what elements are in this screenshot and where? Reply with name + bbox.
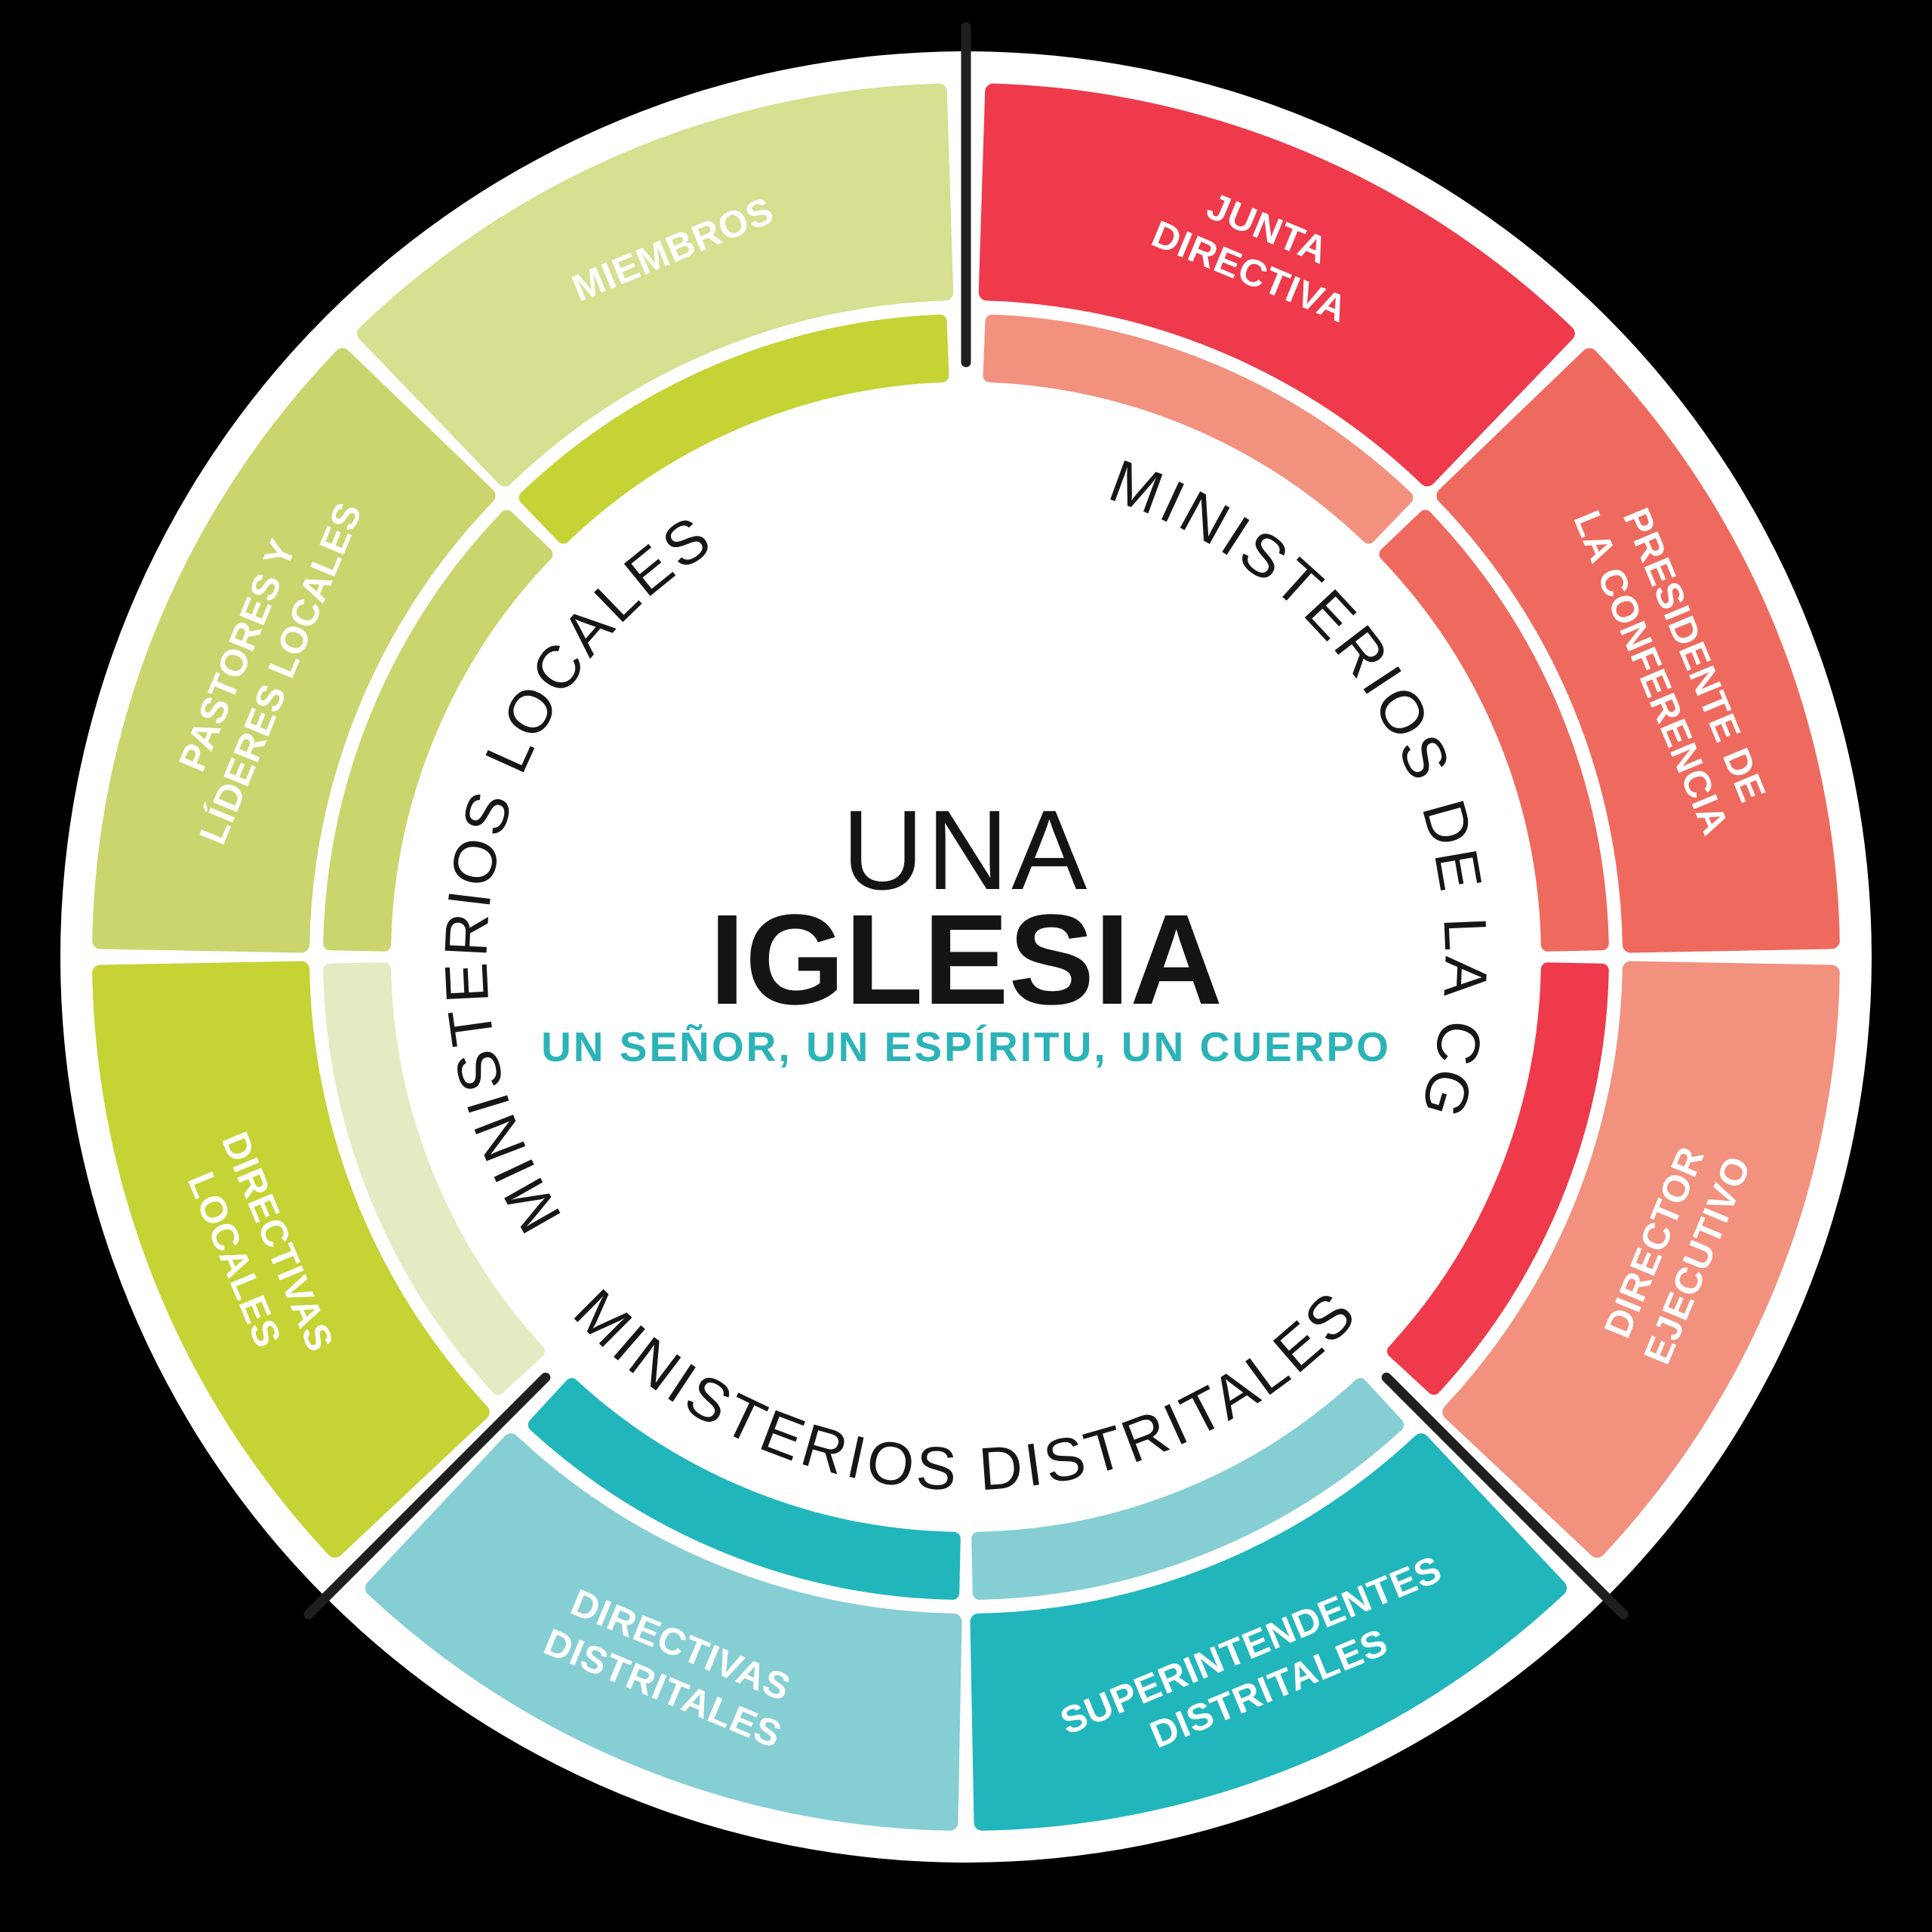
inner-band-directivas-distritales — [528, 1378, 961, 1600]
inner-band-miembros — [518, 314, 949, 544]
center-title-line1: UNA — [842, 786, 1091, 913]
center-title-block: UNA IGLESIA UN SEÑOR, UN ESPÍRITU, UN CU… — [541, 786, 1391, 1070]
segment-junta-directiva — [978, 83, 1575, 487]
inner-band-presidente-de-la-conferencia — [1379, 509, 1609, 952]
segment-pastores-y-lideres-locales — [92, 348, 496, 953]
inner-band-director-ejecutivo — [1387, 962, 1609, 1395]
center-title-line2: IGLESIA — [709, 888, 1223, 1032]
group-dividers — [303, 22, 1629, 1620]
segment-miembros — [357, 83, 954, 487]
inner-band — [323, 314, 1609, 1600]
outer-ring — [92, 83, 1840, 1831]
inner-band-directivas-locales — [323, 962, 545, 1395]
inner-band-pastores-y-lideres-locales — [323, 509, 553, 952]
group-divider-225 — [303, 1372, 551, 1620]
inner-band-superintendentes-distritales — [971, 1378, 1404, 1600]
center-subtitle: UN SEÑOR, UN ESPÍRITU, UN CUERPO — [541, 1023, 1391, 1070]
inner-band-junta-directiva — [983, 314, 1414, 544]
group-divider-135 — [1381, 1372, 1629, 1620]
segment-directivas-locales — [92, 961, 490, 1558]
segment-presidente-de-la-conferencia — [1436, 348, 1840, 953]
segment-director-ejecutivo — [1442, 961, 1840, 1558]
segment-directivas-distritales — [365, 1433, 962, 1831]
segment-superintendentes-distritales — [970, 1433, 1567, 1831]
